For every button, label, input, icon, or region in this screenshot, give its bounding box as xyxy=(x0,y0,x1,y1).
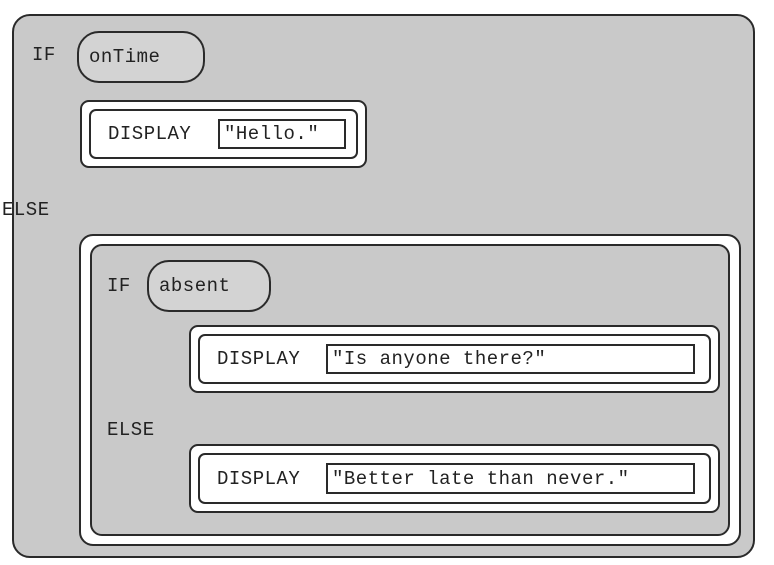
display-better-late-inner: DISPLAY "Better late than never." xyxy=(198,453,711,504)
outer-if-else-block: IF onTime DISPLAY "Hello." ELSE IF absen… xyxy=(2,14,755,558)
string-literal-text: "Hello." xyxy=(224,123,320,145)
display-is-anyone-block: DISPLAY "Is anyone there?" xyxy=(189,325,720,393)
nested-else-keyword: ELSE xyxy=(107,419,155,441)
else-keyword: ELSE xyxy=(2,199,50,221)
display-is-anyone-inner: DISPLAY "Is anyone there?" xyxy=(198,334,711,384)
nested-if-else-inner: IF absent DISPLAY "Is anyone there?" ELS… xyxy=(90,244,730,536)
string-literal-better-late: "Better late than never." xyxy=(326,463,695,494)
display-keyword: DISPLAY xyxy=(108,123,192,145)
condition-absent: absent xyxy=(147,260,271,312)
display-keyword: DISPLAY xyxy=(217,468,301,490)
string-literal-hello: "Hello." xyxy=(218,119,346,149)
string-literal-text: "Is anyone there?" xyxy=(332,348,547,370)
condition-label: onTime xyxy=(89,46,161,68)
display-keyword: DISPLAY xyxy=(217,348,301,370)
condition-label: absent xyxy=(159,275,231,297)
nested-if-keyword: IF xyxy=(107,275,131,297)
nested-if-else-block: IF absent DISPLAY "Is anyone there?" ELS… xyxy=(79,234,741,546)
condition-ontime: onTime xyxy=(77,31,205,83)
if-keyword: IF xyxy=(32,44,56,66)
display-better-late-block: DISPLAY "Better late than never." xyxy=(189,444,720,513)
display-hello-inner: DISPLAY "Hello." xyxy=(89,109,358,159)
string-literal-is-anyone: "Is anyone there?" xyxy=(326,344,695,374)
string-literal-text: "Better late than never." xyxy=(332,467,630,490)
display-hello-block: DISPLAY "Hello." xyxy=(80,100,367,168)
